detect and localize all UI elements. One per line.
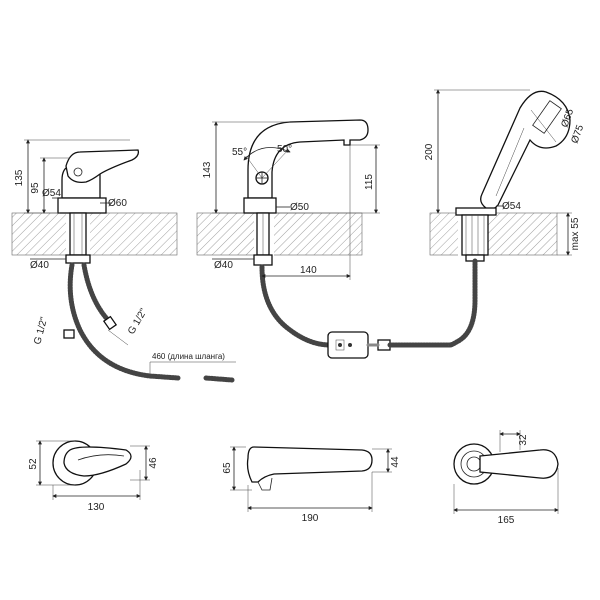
deck-thickness-label: max 55 <box>570 217 581 250</box>
top-spout-length-label: 190 <box>302 513 319 524</box>
spout-reach-label: 140 <box>300 265 317 276</box>
spout-top-view: 65 44 190 <box>222 446 401 524</box>
spout-dimensions: 143 115 55° 50° Ø50 Ø40 140 <box>202 121 380 280</box>
holder-diameter-54-label: Ø54 <box>502 201 521 212</box>
top-spout-outlet-label: 44 <box>390 456 401 468</box>
shower-height-label: 200 <box>424 143 435 160</box>
spout-angle-left-label: 55° <box>232 147 247 158</box>
hand-shower-side-view <box>447 90 571 348</box>
top-mixer-handle-label: 46 <box>148 457 159 469</box>
spout-diameter-50-label: Ø50 <box>290 202 309 213</box>
spout-outlet-height-label: 115 <box>364 174 375 190</box>
shower-diameter-75-label: Ø75 <box>569 123 586 145</box>
top-shower-width-label: 32 <box>518 434 529 446</box>
basin-mixer-side-view <box>57 149 235 383</box>
spout-height-label: 143 <box>202 161 213 178</box>
mixer-diameter-60-label: Ø60 <box>108 198 127 209</box>
top-mixer-length-label: 130 <box>88 502 105 513</box>
top-mixer-depth-label: 52 <box>28 458 39 470</box>
mixer-top-view: 52 46 130 <box>28 440 159 513</box>
mixer-height-label: 135 <box>14 169 25 186</box>
mixer-diameter-54-label: Ø54 <box>42 188 61 199</box>
shower-top-view: 32 165 <box>453 430 559 526</box>
top-shower-length-label: 165 <box>498 515 515 526</box>
thread-left-label: G 1/2" <box>32 315 50 345</box>
top-spout-depth-label: 65 <box>222 462 233 474</box>
hose-length-label: 460 (длина шланга) <box>152 352 225 361</box>
spout-side-view <box>243 119 453 359</box>
spout-angle-right-label: 50° <box>277 144 292 155</box>
spout-diameter-40-label: Ø40 <box>214 260 233 271</box>
mixer-handle-height-label: 95 <box>30 182 41 194</box>
thread-right-label: G 1/2" <box>126 306 150 336</box>
mixer-diameter-40-label: Ø40 <box>30 260 49 271</box>
